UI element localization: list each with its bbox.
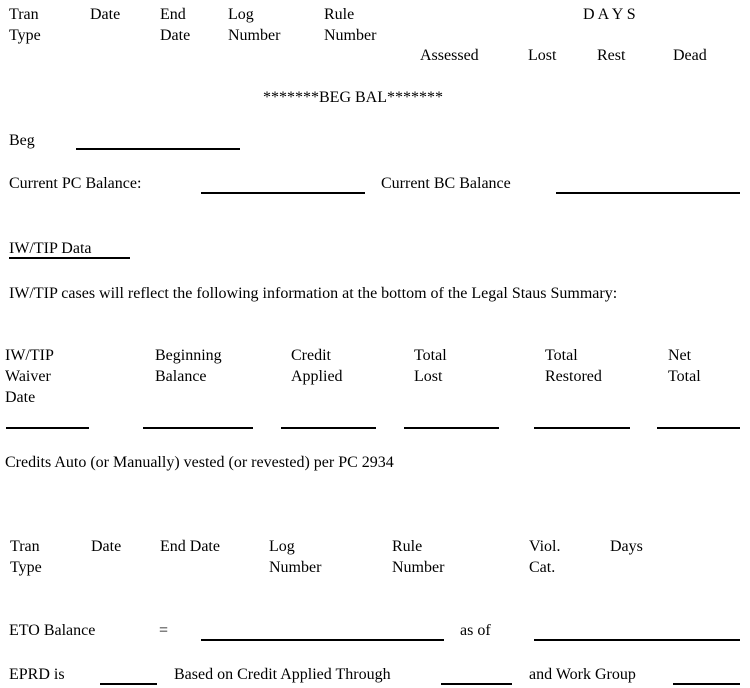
beg-blank-line <box>76 148 240 150</box>
credit-applied-column: Credit Applied <box>291 347 343 385</box>
assessed-header: Assessed <box>420 47 479 64</box>
eto-as-of-line <box>534 639 740 641</box>
eto-balance-line <box>201 639 444 641</box>
credits-note: Credits Auto (or Manually) vested (or re… <box>5 454 394 471</box>
iw-tip-heading: IW/TIP Data <box>9 240 92 257</box>
beginning-balance-column: Beginning Balance <box>155 347 222 385</box>
iw-tip-note: IW/TIP cases will reflect the following … <box>9 285 618 302</box>
rule-number-header: Rule Number <box>324 6 377 44</box>
lost-header: Lost <box>528 47 557 64</box>
waiver-date-column: IW/TIP Waiver Date <box>5 347 54 406</box>
date-header-2: Date <box>91 538 122 555</box>
log-number-header-2: Log Number <box>269 538 322 576</box>
end-date-header: End Date <box>160 6 191 44</box>
work-group-label: and Work Group <box>529 666 636 683</box>
beginning-balance-line <box>143 427 253 429</box>
current-pc-balance-line <box>201 192 365 194</box>
rule-number-header-2: Rule Number <box>392 538 445 576</box>
based-on-label: Based on Credit Applied Through <box>174 666 391 683</box>
beg-bal-banner: *******BEG BAL******* <box>263 89 443 106</box>
waiver-date-line <box>6 427 89 429</box>
iw-tip-heading-underline <box>9 257 130 259</box>
end-date-header-2: End Date <box>160 538 220 555</box>
rest-header: Rest <box>597 47 626 64</box>
days-header: D A Y S <box>583 6 636 23</box>
tran-type-header: Tran Type <box>9 6 41 44</box>
viol-cat-header: Viol. Cat. <box>529 538 561 576</box>
current-bc-balance-line <box>556 192 740 194</box>
days-header-2: Days <box>610 538 643 555</box>
credit-applied-line <box>281 427 376 429</box>
beg-label: Beg <box>9 132 35 149</box>
log-number-header: Log Number <box>228 6 281 44</box>
eto-as-of-label: as of <box>460 622 491 639</box>
current-pc-balance-label: Current PC Balance: <box>9 175 142 192</box>
eto-equals-sign: = <box>159 622 169 639</box>
dead-header: Dead <box>673 47 707 64</box>
credit-applied-through-line <box>441 683 512 685</box>
date-header: Date <box>90 6 121 23</box>
eprd-line <box>100 683 157 685</box>
eprd-label: EPRD is <box>9 666 65 683</box>
tran-type-header-2: Tran Type <box>10 538 42 576</box>
total-restored-line <box>534 427 630 429</box>
current-bc-balance-label: Current BC Balance <box>381 175 511 192</box>
total-lost-column: Total Lost <box>414 347 447 385</box>
net-total-column: Net Total <box>668 347 701 385</box>
total-restored-column: Total Restored <box>545 347 602 385</box>
eto-balance-label: ETO Balance <box>9 622 96 639</box>
work-group-line <box>673 683 740 685</box>
total-lost-line <box>404 427 499 429</box>
net-total-line <box>657 427 740 429</box>
